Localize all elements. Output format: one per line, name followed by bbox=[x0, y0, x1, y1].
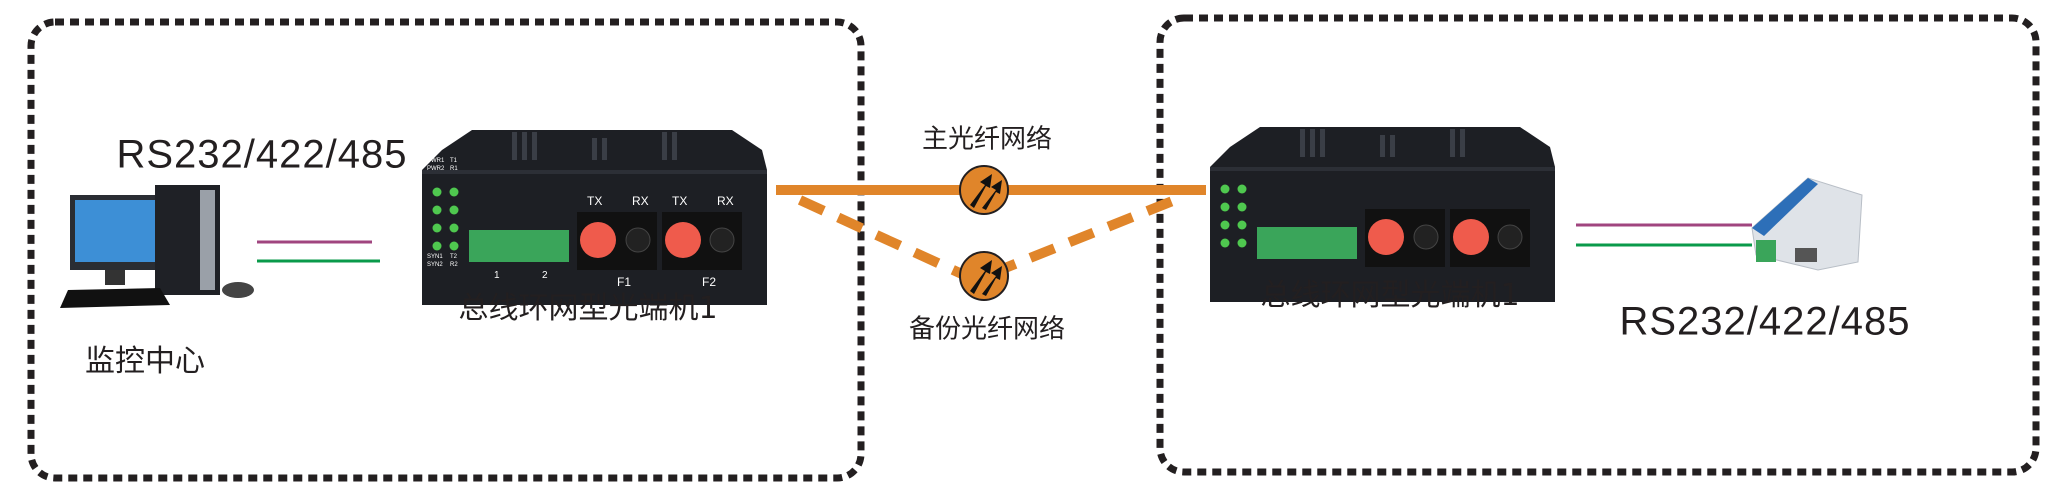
led-label: SYN2 bbox=[427, 262, 443, 268]
terminal-group-label: 2 bbox=[542, 270, 548, 281]
port-label: TX bbox=[672, 194, 688, 208]
primary-network-icon bbox=[959, 165, 1009, 215]
fiber-label: F1 bbox=[617, 275, 632, 289]
left-site-boundary bbox=[27, 18, 865, 482]
primary-network-label: 主光纤网络 bbox=[921, 124, 1053, 155]
led-label: PWR2 bbox=[427, 166, 445, 172]
right-device-label: 总线环网型光端机1 bbox=[1260, 278, 1520, 313]
led-label: PWR1 bbox=[427, 158, 445, 164]
terminal-group-label: 1 bbox=[494, 270, 500, 281]
left-device-panel-text: PWR1 PWR2 T1 R1 SYN1 SYN2 T2 R2 TX RX TX… bbox=[422, 130, 767, 305]
fiber-label: F2 bbox=[702, 275, 717, 289]
computer-icon bbox=[60, 185, 254, 308]
led-label: R1 bbox=[450, 166, 458, 172]
led-label: SYN1 bbox=[427, 254, 443, 260]
left-device-label: 总线环网型光端机1 bbox=[458, 291, 718, 326]
led-label: T2 bbox=[450, 254, 458, 260]
led-label: R2 bbox=[450, 262, 458, 268]
led-label: T1 bbox=[450, 158, 458, 164]
computer-label: 监控中心 bbox=[85, 344, 205, 379]
port-label: RX bbox=[632, 194, 649, 208]
port-label: TX bbox=[587, 194, 603, 208]
backup-network-icon bbox=[959, 251, 1009, 301]
backup-network-label: 备份光纤网络 bbox=[908, 314, 1066, 345]
left-interface-label: RS232/422/485 bbox=[116, 132, 408, 177]
serial-converter-icon bbox=[1751, 177, 1863, 271]
right-site-boundary bbox=[1156, 14, 2040, 476]
port-label: RX bbox=[717, 194, 734, 208]
right-interface-label: RS232/422/485 bbox=[1619, 299, 1911, 344]
